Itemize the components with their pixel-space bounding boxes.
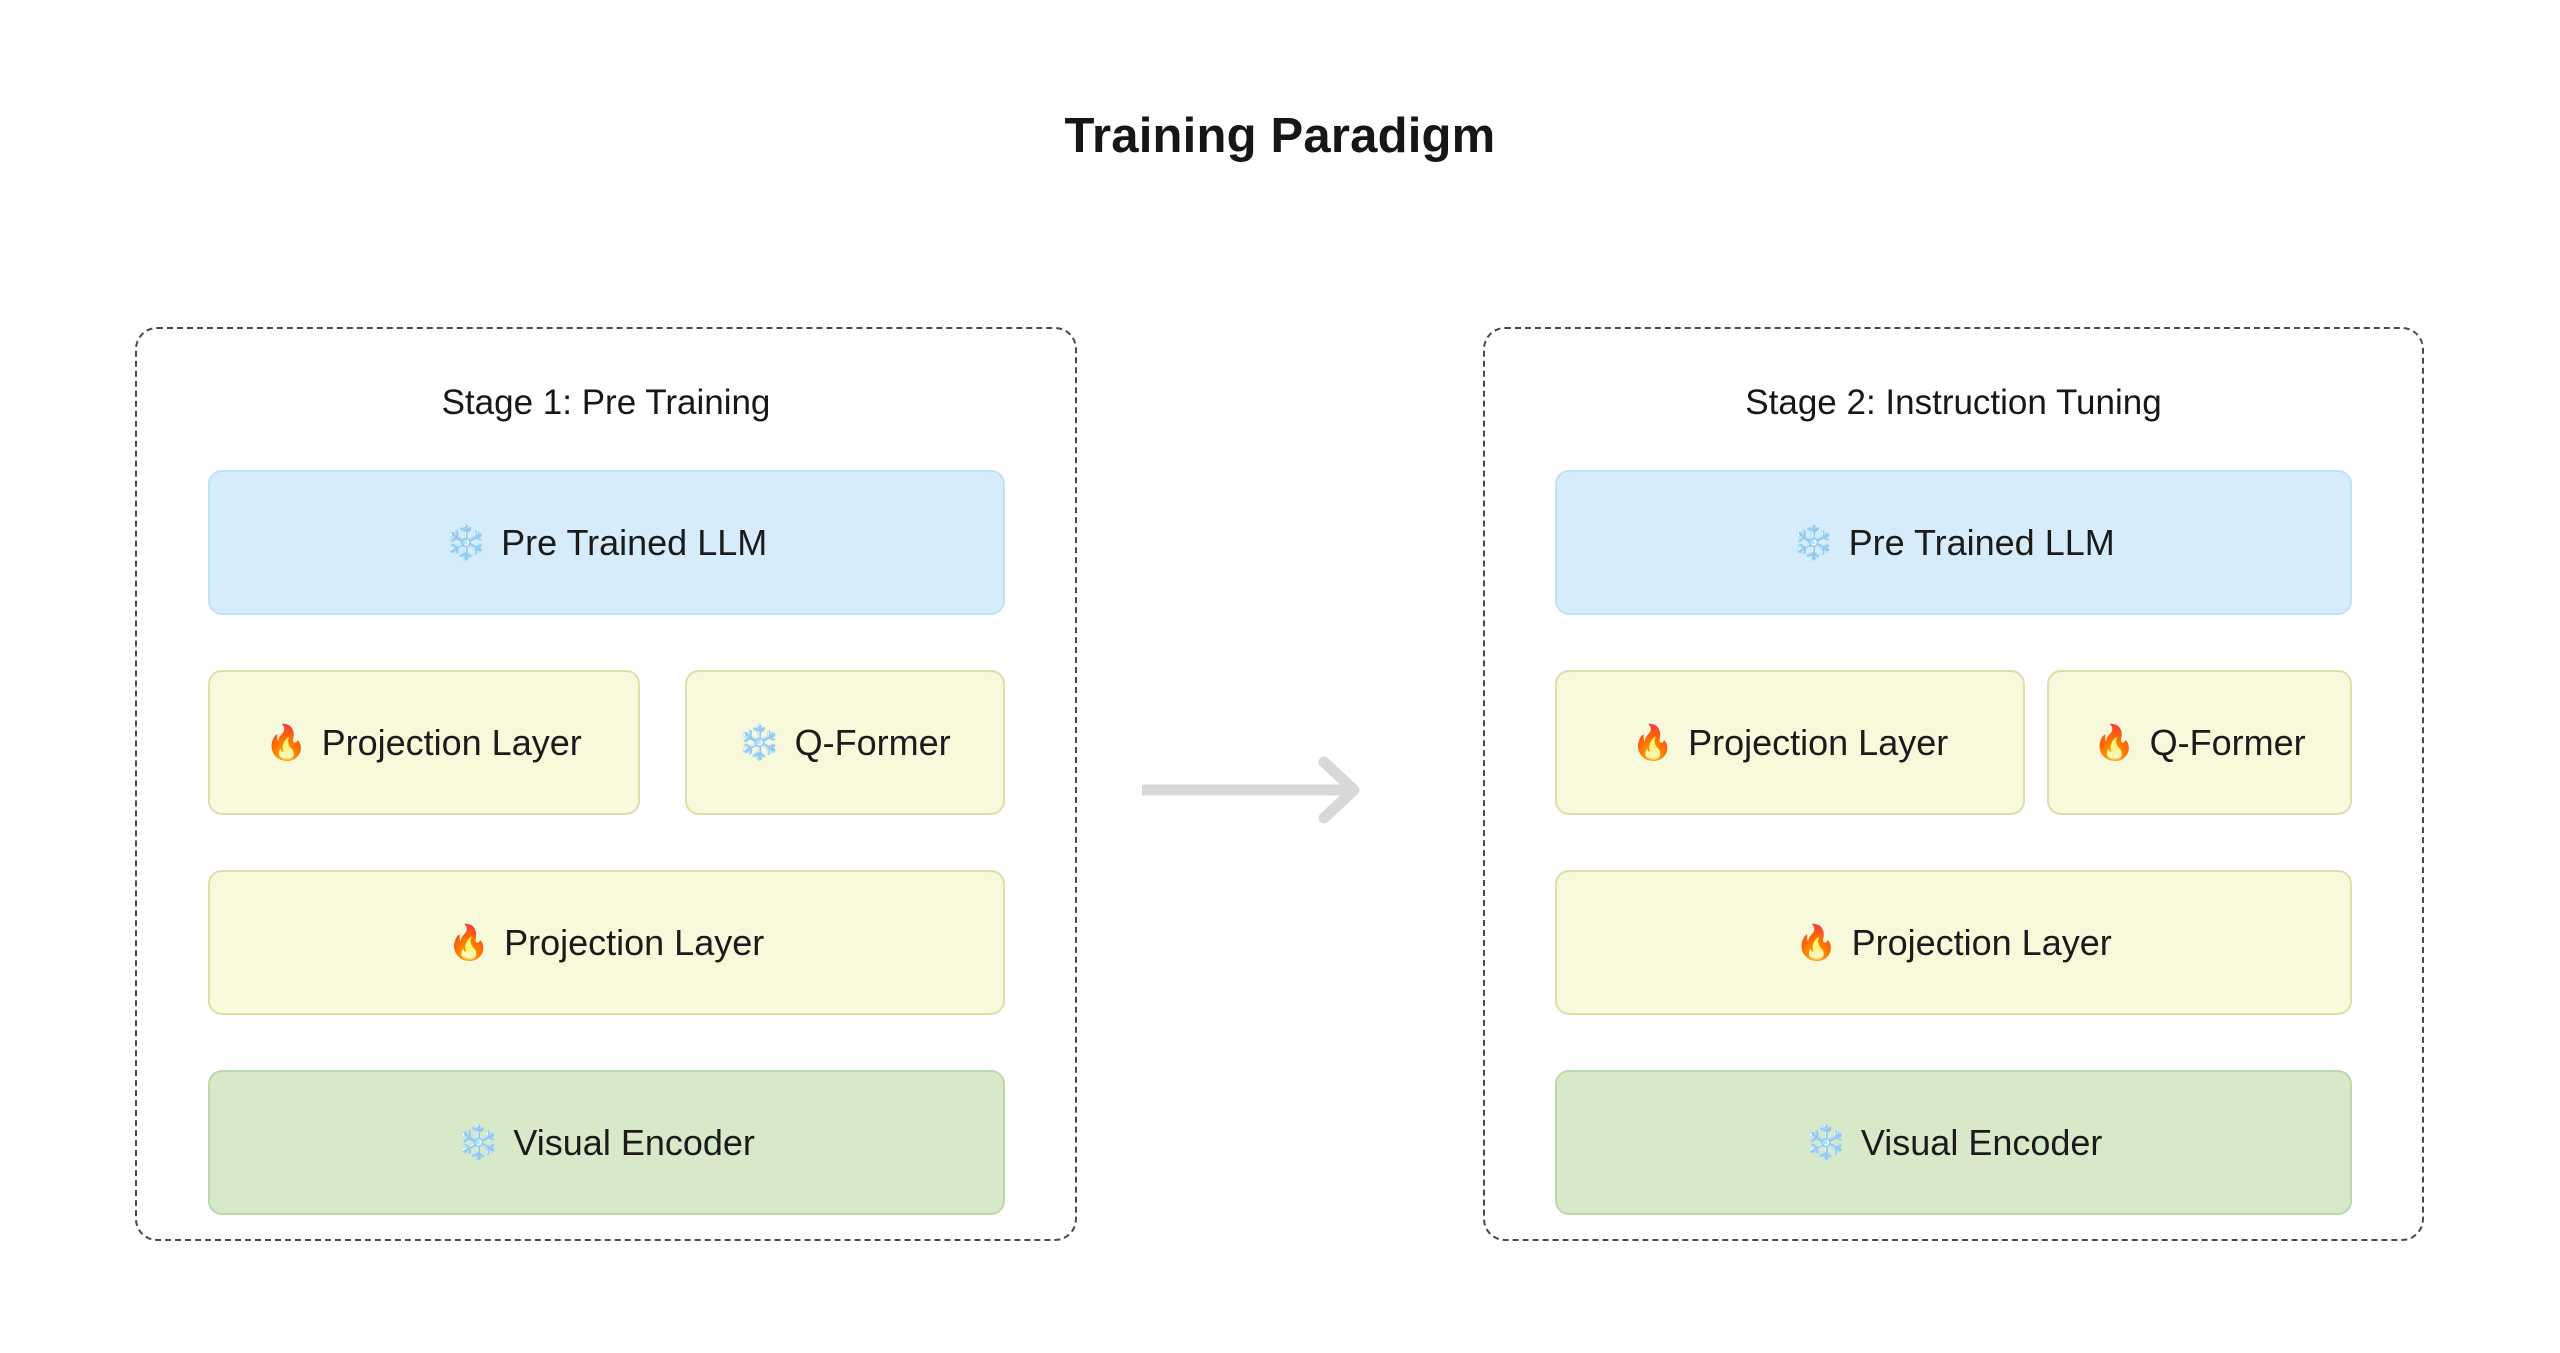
- node-label: Q-Former: [794, 721, 951, 763]
- stage-1-row-1: ❄️ Pre Trained LLM: [137, 470, 1075, 615]
- fire-icon: 🔥: [1631, 723, 1675, 762]
- fire-icon: 🔥: [447, 923, 491, 962]
- node-visual-encoder[interactable]: ❄️ Visual Encoder: [207, 1070, 1005, 1215]
- node-visual-encoder[interactable]: ❄️ Visual Encoder: [1555, 1070, 2352, 1215]
- node-projection-layer-lower[interactable]: 🔥 Projection Layer: [207, 870, 1005, 1015]
- stage-1-row-2: 🔥 Projection Layer ❄️ Q-Former: [137, 670, 1075, 815]
- stage-2-title: Stage 2: Instruction Tuning: [1745, 383, 2162, 422]
- stage-1-row-4: ❄️ Visual Encoder: [137, 1070, 1075, 1215]
- node-q-former[interactable]: ❄️ Q-Former: [684, 670, 1005, 815]
- page-title: Training Paradigm: [1064, 109, 1496, 163]
- node-label: Q-Former: [2149, 721, 2306, 763]
- fire-icon: 🔥: [265, 723, 308, 762]
- node-label: Projection Layer: [1688, 721, 1949, 763]
- node-projection-layer-upper[interactable]: 🔥 Projection Layer: [1555, 670, 2025, 815]
- node-label: Pre Trained LLM: [1848, 521, 2115, 563]
- fire-icon: 🔥: [1795, 923, 1838, 962]
- node-label: Projection Layer: [504, 921, 765, 963]
- snowflake-icon: ❄️: [444, 523, 488, 562]
- stage-1-row-3: 🔥 Projection Layer: [137, 870, 1075, 1015]
- stage-2-row-1: ❄️ Pre Trained LLM: [1485, 470, 2422, 615]
- node-pre-trained-llm[interactable]: ❄️ Pre Trained LLM: [207, 470, 1005, 615]
- snowflake-icon: ❄️: [1792, 523, 1835, 562]
- snowflake-icon: ❄️: [457, 1123, 500, 1162]
- node-q-former[interactable]: 🔥 Q-Former: [2047, 670, 2352, 815]
- stage-panel-2: Stage 2: Instruction Tuning ❄️ Pre Train…: [1483, 327, 2424, 1241]
- snowflake-icon: ❄️: [738, 723, 781, 762]
- stage-panel-1: Stage 1: Pre Training ❄️ Pre Trained LLM…: [135, 327, 1077, 1241]
- stage-1-rows: ❄️ Pre Trained LLM 🔥 Projection Layer ❄️…: [137, 470, 1075, 1215]
- node-projection-layer-upper[interactable]: 🔥 Projection Layer: [207, 670, 640, 815]
- node-projection-layer-lower[interactable]: 🔥 Projection Layer: [1555, 870, 2352, 1015]
- node-label: Projection Layer: [321, 721, 582, 763]
- stage-1-title: Stage 1: Pre Training: [441, 383, 771, 422]
- arrow-right-icon: [1138, 752, 1372, 828]
- node-pre-trained-llm[interactable]: ❄️ Pre Trained LLM: [1555, 470, 2352, 615]
- stage-2-rows: ❄️ Pre Trained LLM 🔥 Projection Layer 🔥 …: [1485, 470, 2422, 1215]
- stage-2-row-4: ❄️ Visual Encoder: [1485, 1070, 2422, 1215]
- fire-icon: 🔥: [2093, 723, 2136, 762]
- node-label: Visual Encoder: [513, 1121, 755, 1163]
- stage-2-row-2: 🔥 Projection Layer 🔥 Q-Former: [1485, 670, 2422, 815]
- node-label: Pre Trained LLM: [501, 521, 768, 563]
- node-label: Visual Encoder: [1860, 1121, 2103, 1163]
- snowflake-icon: ❄️: [1804, 1123, 1847, 1162]
- stage-2-row-3: 🔥 Projection Layer: [1485, 870, 2422, 1015]
- node-label: Projection Layer: [1851, 921, 2112, 963]
